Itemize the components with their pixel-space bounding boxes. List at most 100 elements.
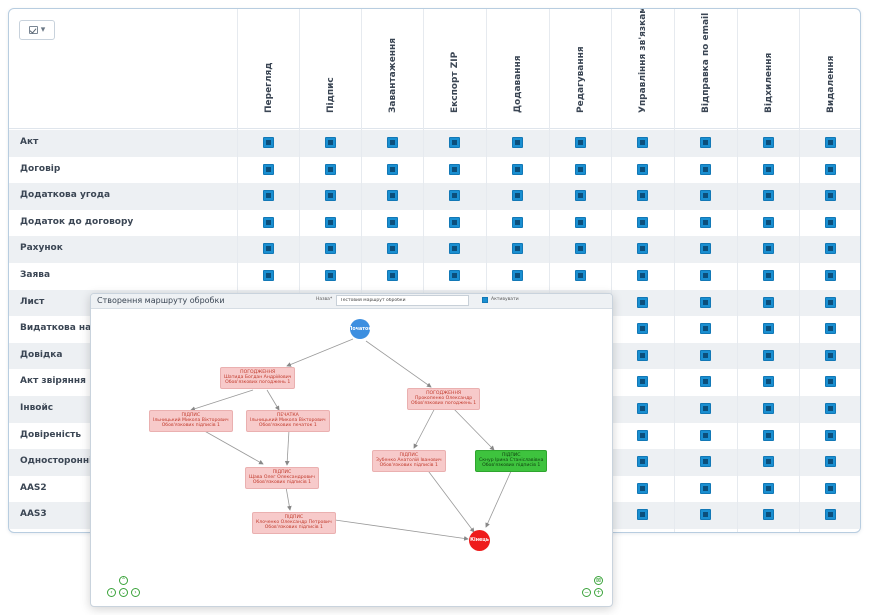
permission-checkbox[interactable] [449,216,460,228]
permission-checkbox[interactable] [700,456,711,468]
permission-checkbox[interactable] [325,190,336,202]
permission-checkbox[interactable] [825,509,836,521]
permission-checkbox[interactable] [763,243,774,255]
permission-checkbox[interactable] [763,349,774,361]
route-node-sign-active[interactable]: ПІДПИС Скнур Ірина Станіславівна Обов'яз… [475,450,548,472]
permission-checkbox[interactable] [700,403,711,414]
route-node-approval-2[interactable]: ПОГОДЖЕННЯ Прокопенко Олександр Обов'язк… [407,388,481,410]
permission-checkbox[interactable] [763,137,774,148]
permission-checkbox[interactable] [700,296,711,308]
permission-checkbox[interactable] [387,243,398,255]
permission-checkbox[interactable] [700,376,711,388]
permission-checkbox[interactable] [637,456,648,468]
zoom-in-icon[interactable]: + [594,588,603,597]
permission-checkbox[interactable] [637,270,648,281]
permission-checkbox[interactable] [263,190,274,202]
route-node-sign-3[interactable]: ПІДПИС Щава Олег Олександрович Обов'язко… [245,467,319,489]
permission-checkbox[interactable] [763,190,774,202]
permission-checkbox[interactable] [763,323,774,335]
permission-checkbox[interactable] [700,163,711,175]
permission-checkbox[interactable] [700,190,711,202]
permission-checkbox[interactable] [512,190,523,202]
permission-checkbox[interactable] [263,243,274,255]
permission-checkbox[interactable] [763,296,774,308]
permission-checkbox[interactable] [449,163,460,175]
permission-checkbox[interactable] [700,429,711,441]
permission-checkbox[interactable] [449,137,460,148]
permission-checkbox[interactable] [825,403,836,414]
permission-checkbox[interactable] [637,482,648,494]
permission-checkbox[interactable] [325,163,336,175]
route-name-input[interactable] [336,295,469,306]
permission-checkbox[interactable] [700,482,711,494]
permission-checkbox[interactable] [325,216,336,228]
permission-checkbox[interactable] [700,243,711,255]
permission-checkbox[interactable] [825,376,836,388]
permission-checkbox[interactable] [449,243,460,255]
permission-checkbox[interactable] [449,190,460,202]
permission-checkbox[interactable] [512,270,523,281]
permission-checkbox[interactable] [637,429,648,441]
permission-checkbox[interactable] [825,482,836,494]
permission-checkbox[interactable] [325,137,336,148]
permission-checkbox[interactable] [637,243,648,255]
permission-checkbox[interactable] [700,137,711,148]
route-window-titlebar[interactable]: Створення маршруту обробки Назва* Активу… [91,294,612,309]
permission-checkbox[interactable] [263,163,274,175]
permission-checkbox[interactable] [637,376,648,388]
permission-checkbox[interactable] [825,349,836,361]
permission-checkbox[interactable] [387,216,398,228]
permission-checkbox[interactable] [512,163,523,175]
permission-checkbox[interactable] [700,270,711,281]
permission-checkbox[interactable] [825,190,836,202]
pan-left-icon[interactable]: ‹ [107,588,116,597]
permission-checkbox[interactable] [825,323,836,335]
route-builder-window[interactable]: Створення маршруту обробки Назва* Активу… [90,293,613,607]
permission-checkbox[interactable] [449,270,460,281]
permission-checkbox[interactable] [263,137,274,148]
permission-checkbox[interactable] [575,216,586,228]
zoom-out-icon[interactable]: − [582,588,591,597]
permission-checkbox[interactable] [825,429,836,441]
route-node-sign-4[interactable]: ПІДПИС Клоченко Олександр Петрович Обов'… [252,512,336,534]
permission-checkbox[interactable] [512,137,523,148]
route-node-sign-2[interactable]: ПІДПИС Зубенко Анатолій Іванович Обов'яз… [372,450,446,472]
permission-checkbox[interactable] [575,163,586,175]
permission-checkbox[interactable] [263,216,274,228]
permission-checkbox[interactable] [700,323,711,335]
permission-checkbox[interactable] [825,456,836,468]
permission-checkbox[interactable] [825,243,836,255]
route-end-node[interactable]: Кінець [469,530,490,551]
permission-checkbox[interactable] [387,190,398,202]
select-all-dropdown[interactable]: ▾ [19,20,55,40]
permission-checkbox[interactable] [763,456,774,468]
permission-checkbox[interactable] [637,163,648,175]
permission-checkbox[interactable] [637,296,648,308]
permission-checkbox[interactable] [763,509,774,521]
permission-checkbox[interactable] [763,376,774,388]
permission-checkbox[interactable] [825,137,836,148]
permission-checkbox[interactable] [575,243,586,255]
permission-checkbox[interactable] [763,270,774,281]
permission-checkbox[interactable] [763,482,774,494]
permission-checkbox[interactable] [637,190,648,202]
fit-icon[interactable]: ⊠ [594,576,603,585]
permission-checkbox[interactable] [825,270,836,281]
permission-checkbox[interactable] [637,323,648,335]
permission-checkbox[interactable] [575,270,586,281]
permission-checkbox[interactable] [637,509,648,521]
permission-checkbox[interactable] [700,349,711,361]
permission-checkbox[interactable] [263,270,274,281]
route-canvas[interactable]: Початок Кінець ПОГОДЖЕННЯ Шатида Богдан … [91,309,612,606]
permission-checkbox[interactable] [387,163,398,175]
permission-checkbox[interactable] [575,190,586,202]
permission-checkbox[interactable] [387,270,398,281]
route-node-stamp[interactable]: ПЕЧАТКА Ільницький Микола Вікторович Обо… [246,410,330,432]
permission-checkbox[interactable] [637,403,648,414]
permission-checkbox[interactable] [637,349,648,361]
permission-checkbox[interactable] [637,137,648,148]
permission-checkbox[interactable] [325,270,336,281]
permission-checkbox[interactable] [325,243,336,255]
route-node-approval-1[interactable]: ПОГОДЖЕННЯ Шатида Богдан Андрійович Обов… [220,367,296,389]
pan-right-icon[interactable]: › [131,588,140,597]
